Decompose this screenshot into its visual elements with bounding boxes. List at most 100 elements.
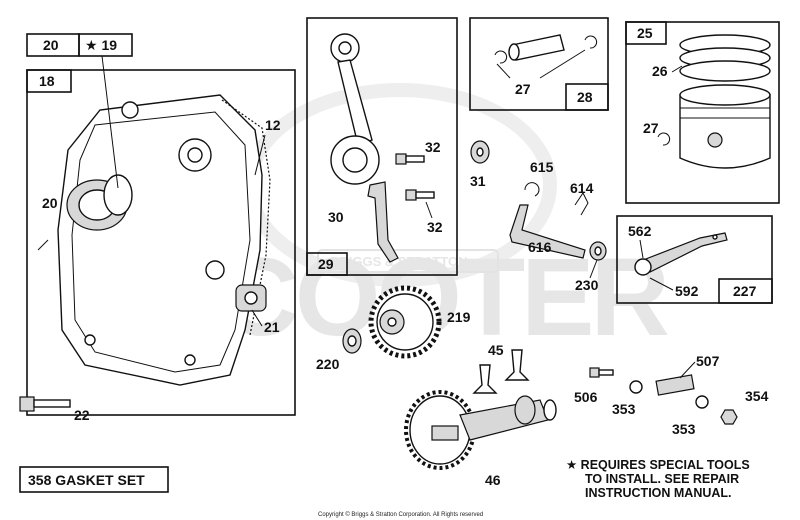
callout-614: 614: [570, 180, 594, 196]
callout-230: 230: [575, 277, 599, 293]
callout-19-box: ★ 19: [85, 37, 117, 53]
gasket-set-box: [19, 466, 169, 493]
callout-box-18: [26, 69, 72, 93]
piston-ring-3: [679, 60, 771, 82]
callout-box-29: [306, 252, 348, 276]
callout-21: 21: [264, 319, 280, 335]
callout-353-left: 353: [612, 401, 636, 417]
leader-230: [589, 259, 598, 279]
leader-27a-left: [496, 63, 511, 79]
plate-507: [655, 374, 695, 396]
callout-box-19: [78, 33, 133, 57]
lockwasher-353a: [629, 380, 643, 394]
callout-353-right: 353: [672, 421, 696, 437]
callout-box-25: [625, 21, 667, 45]
piston-pin: [511, 34, 565, 61]
callout-46: 46: [485, 472, 501, 488]
tappets: 45: [472, 342, 530, 394]
washer-230-hole: [594, 246, 602, 256]
callout-box-227: [718, 278, 773, 304]
piston-body: [679, 94, 771, 169]
note-line-3: INSTRUCTION MANUAL.: [585, 486, 732, 500]
piston-pin-group: 28 27: [469, 17, 609, 111]
screw-506-head: [589, 367, 600, 378]
callout-32-upper: 32: [425, 139, 441, 155]
callout-26: 26: [652, 63, 668, 79]
frame-227: [616, 215, 773, 304]
cam-lobe: [514, 395, 536, 425]
note-line-1: ★ REQUIRES SPECIAL TOOLS: [566, 458, 750, 472]
callout-32-lower: 32: [427, 219, 443, 235]
governor-part-21-hole: [244, 291, 258, 305]
retainer-27a-left: [494, 50, 508, 64]
callout-28: 28: [577, 89, 593, 105]
rod-bolt-lower-head: [405, 189, 417, 201]
callout-27-pin: 27: [515, 81, 531, 97]
governor-gear-hole: [387, 317, 397, 327]
seal-19: [103, 174, 133, 216]
leader-32-lower: [425, 201, 433, 219]
hardware: 507 506 353 354 353: [574, 353, 769, 437]
callout-506: 506: [574, 389, 598, 405]
camshaft-group: 46: [404, 390, 557, 488]
dipper-30: [367, 181, 399, 263]
lockwasher-353b: [695, 395, 709, 409]
governor-gear-group: 219 220: [316, 285, 471, 372]
rod-bolt-upper-head: [395, 153, 407, 165]
copyright: Copyright © Briggs & Stratton Corporatio…: [318, 511, 483, 518]
crankcase-cover: [57, 94, 263, 386]
note-line-2: TO INSTALL. SEE REPAIR: [585, 472, 739, 486]
cover-tab: [37, 239, 49, 251]
gasket-set-label: 358 GASKET SET: [28, 472, 145, 488]
leader-507: [679, 361, 696, 379]
bolt-22: [19, 396, 71, 412]
cover-boss: [121, 101, 139, 119]
rod-bolt-lower-shank: [415, 191, 435, 199]
frame-28: [469, 17, 609, 111]
cover-boss-hole: [187, 147, 203, 163]
frame-25: [625, 21, 780, 204]
callout-354: 354: [745, 388, 769, 404]
special-tools-note: ★ REQUIRES SPECIAL TOOLS TO INSTALL. SEE…: [566, 458, 750, 500]
washer-220-hole: [347, 335, 357, 347]
callout-box-28: [565, 83, 609, 111]
callout-227: 227: [733, 283, 757, 299]
callout-45: 45: [488, 342, 504, 358]
callout-592: 592: [675, 283, 699, 299]
leader-21: [251, 309, 263, 327]
leader-12: [254, 134, 266, 176]
camshaft-end: [543, 399, 557, 421]
gasket-12: [221, 99, 271, 336]
rod-bolt-lower: [405, 189, 435, 201]
piston-pin-boss: [707, 132, 723, 148]
callout-22: 22: [74, 407, 90, 423]
bolt-22-head: [19, 396, 35, 412]
rod-big-end-hole: [342, 147, 368, 173]
callout-18: 18: [39, 73, 55, 89]
callout-220: 220: [316, 356, 340, 372]
callout-507: 507: [696, 353, 720, 369]
leader-26: [671, 65, 683, 73]
callout-25: 25: [637, 25, 653, 41]
frame-18: [26, 69, 296, 416]
screw-506: [589, 367, 614, 378]
retainer-27b: [657, 132, 671, 146]
retainer-27a-right: [584, 35, 598, 49]
rod-small-end-hole: [338, 41, 352, 55]
tappet-1: [504, 349, 530, 381]
cover-boss-lower: [205, 260, 225, 280]
governor-clip-615: [524, 182, 540, 197]
leader-562: [639, 239, 644, 259]
screw-506-shank: [598, 369, 614, 376]
rod-bolt-upper-shank: [405, 155, 425, 163]
cover-rim: [71, 111, 251, 373]
piston-top: [679, 84, 771, 106]
callout-20-box: 20: [43, 37, 59, 53]
cover-bolt-hole-2: [184, 354, 196, 366]
governor-lever-group: 227 562 592: [616, 215, 773, 304]
callout-615: 615: [530, 159, 554, 175]
rod-bolt-upper: [395, 153, 425, 165]
callout-29: 29: [318, 256, 334, 272]
frame-29: [306, 17, 458, 276]
